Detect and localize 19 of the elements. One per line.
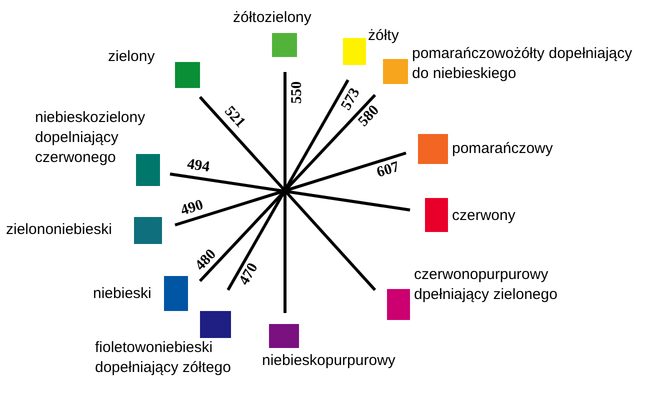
- wavelength-label: 490: [178, 198, 205, 218]
- color-name: pomarańczowożółty dopełniający do niebieskiego: [412, 44, 634, 84]
- wavelength-label: 607: [374, 160, 401, 180]
- color-name: fioletowoniebieski dopełniający zółtego: [95, 338, 232, 378]
- color-name: żółtozielony: [233, 8, 312, 28]
- color-name: niebieski: [93, 284, 152, 304]
- color-name: żółty: [368, 26, 400, 46]
- color-name: zielononiebieski: [6, 220, 113, 240]
- color-name: niebieskopurpurowy: [262, 351, 396, 371]
- color-name: czerwonopurpurowy dpełniający zielonego: [414, 265, 558, 305]
- color-name: niebieskozielony dopelniający czerwonego: [35, 108, 146, 168]
- color-name: czerwony: [452, 206, 516, 226]
- wavelength-label: 550: [289, 80, 304, 104]
- wavelength-label: 521: [220, 104, 247, 130]
- wavelength-label: 470: [236, 260, 261, 288]
- color-name: zielony: [108, 47, 156, 67]
- wavelength-label: 494: [186, 156, 210, 176]
- wavelength-label: 480: [192, 246, 219, 274]
- color-name: pomarańczowy: [452, 139, 554, 159]
